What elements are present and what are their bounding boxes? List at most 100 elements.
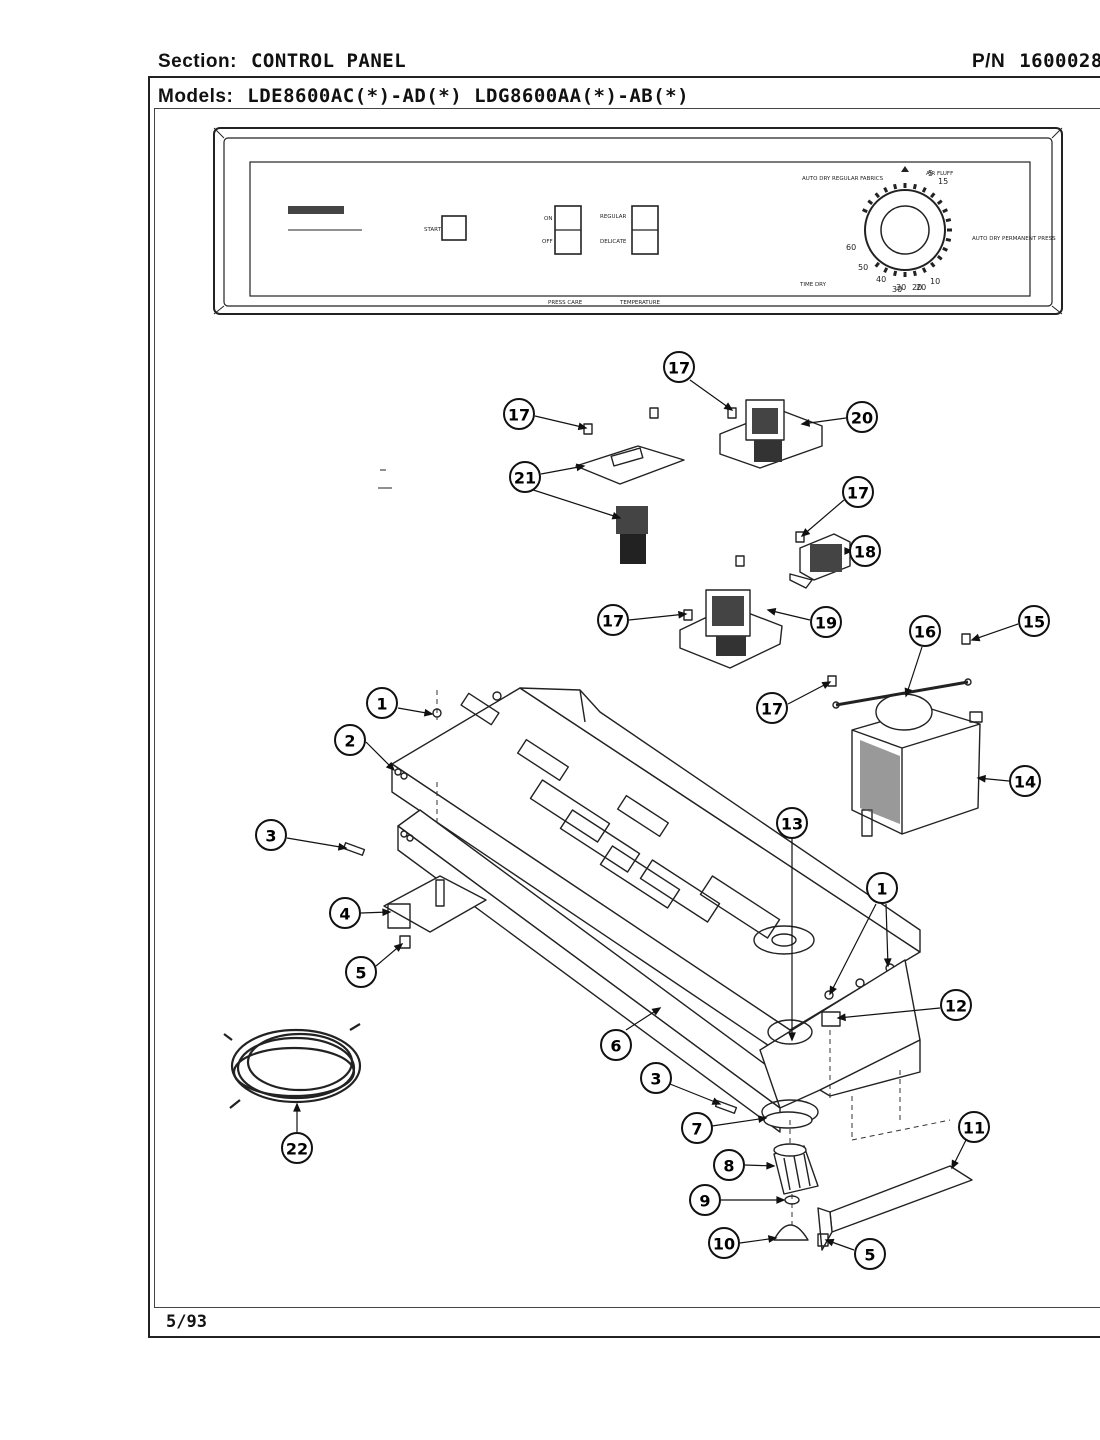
callout-circle	[849, 535, 881, 567]
leader-arrowhead	[293, 1102, 301, 1112]
dial-tick	[930, 192, 936, 199]
callout-circle	[334, 724, 366, 756]
callout-number: 19	[815, 614, 837, 633]
leader-line	[628, 613, 687, 621]
callout-number: 12	[945, 997, 967, 1016]
leader-arrowhead	[575, 463, 586, 472]
callout-circle	[1009, 765, 1041, 797]
callout-circle	[663, 351, 695, 383]
callout-number: 16	[914, 623, 936, 642]
leader-line	[520, 485, 621, 519]
dial-number: 10	[930, 277, 940, 286]
panel-on-label: ON	[544, 216, 552, 222]
part-callout: 18	[849, 535, 881, 567]
callout-circle	[846, 401, 878, 433]
leader-lines	[286, 379, 1019, 1251]
leader-arrowhead	[904, 687, 913, 698]
part-callout: 8	[713, 1149, 745, 1181]
switch-19	[679, 589, 783, 669]
screw-15	[961, 633, 971, 645]
dial-tick	[893, 183, 898, 190]
callout-number: 5	[355, 964, 366, 983]
leader-arrowhead	[976, 774, 986, 783]
models-header: Models:LDE8600AC(*)-AD(*) LDG8600AA(*)-A…	[158, 85, 689, 108]
part-callout: 17	[756, 692, 788, 724]
panel-regular-label: REGULAR	[600, 214, 627, 220]
callout-circle	[810, 606, 842, 638]
panel-auto-dry-regular-label: AUTO DRY REGULAR FABRICS	[802, 176, 884, 182]
dial-tick	[945, 218, 952, 223]
part-callout: 17	[597, 604, 629, 636]
dial-10	[773, 1224, 809, 1241]
callout-number: 3	[265, 827, 276, 846]
callout-number: 11	[963, 1119, 985, 1138]
part-callout: 12	[940, 989, 972, 1021]
leader-arrowhead	[382, 908, 392, 917]
dial-tick	[912, 270, 917, 277]
dial-tick	[874, 192, 880, 199]
panel-text: START ON OFF REGULAR DELICATE PRESS CARE…	[424, 169, 1056, 306]
dial-number: 5	[928, 169, 933, 178]
callout-number: 10	[713, 1235, 735, 1254]
pn-label: P/N	[972, 51, 1006, 72]
leader-arrowhead	[821, 681, 832, 689]
dial-tick	[874, 261, 880, 268]
part-callout: 3	[640, 1062, 672, 1094]
dial-bracket-11	[817, 1165, 973, 1251]
callout-number: 8	[723, 1157, 734, 1176]
dial-number: 20	[916, 283, 926, 292]
dial-number: 30	[896, 283, 906, 292]
dial-tick	[893, 270, 898, 277]
callout-number: 15	[1023, 613, 1045, 632]
callout-number: 17	[508, 406, 530, 425]
callouts: 1234567891011121314151617181920212217171…	[255, 351, 1050, 1270]
dial-tick	[883, 267, 889, 273]
callout-number: 6	[610, 1037, 621, 1056]
dial-ticks	[862, 183, 952, 277]
callout-number: 2	[344, 732, 355, 751]
screw-plate-right	[649, 407, 659, 419]
panel-time-dry-label: TIME DRY	[799, 282, 827, 288]
part-callout: 16	[909, 615, 941, 647]
leader-arrowhead	[423, 708, 434, 717]
dial-number: 40	[876, 275, 886, 284]
dial-tick	[942, 246, 948, 252]
leader-arrowhead	[800, 528, 811, 537]
leader-arrowhead	[788, 1032, 796, 1042]
leader-arrowhead	[776, 1196, 786, 1204]
callout-number: 13	[781, 815, 803, 834]
dial-tick	[883, 187, 889, 193]
callout-circle	[281, 1132, 313, 1164]
leader-line	[689, 379, 733, 411]
leader-line	[534, 415, 587, 429]
panel-off-label: OFF	[542, 239, 553, 245]
start-button-21	[616, 506, 648, 564]
callout-circle	[509, 461, 541, 493]
leader-arrowhead	[824, 1238, 835, 1247]
leader-arrowhead	[651, 1007, 662, 1016]
part-callout: 5	[854, 1238, 886, 1270]
assembly-guides	[436, 690, 951, 1228]
callout-number: 9	[699, 1192, 710, 1211]
part-callout: 4	[329, 897, 361, 929]
part-callout: 5	[345, 956, 377, 988]
callout-number: 3	[650, 1070, 661, 1089]
part-callout: 1	[366, 687, 398, 719]
leader-arrowhead	[836, 1013, 846, 1022]
callout-circle	[776, 807, 808, 839]
dial-bezel-7	[763, 1111, 813, 1129]
screw-17-relay	[795, 531, 805, 543]
diagram-frame	[154, 108, 1100, 1308]
callout-circle	[345, 956, 377, 988]
callout-circle	[597, 604, 629, 636]
leader-line	[971, 623, 1019, 641]
callout-circle	[756, 692, 788, 724]
dial-tick	[942, 208, 948, 214]
callout-number: 17	[602, 612, 624, 631]
callout-circle	[689, 1184, 721, 1216]
leader-arrowhead	[970, 633, 981, 642]
screw-17-strap	[827, 675, 837, 687]
callout-number: 5	[864, 1246, 875, 1265]
callout-number: 18	[854, 543, 876, 562]
